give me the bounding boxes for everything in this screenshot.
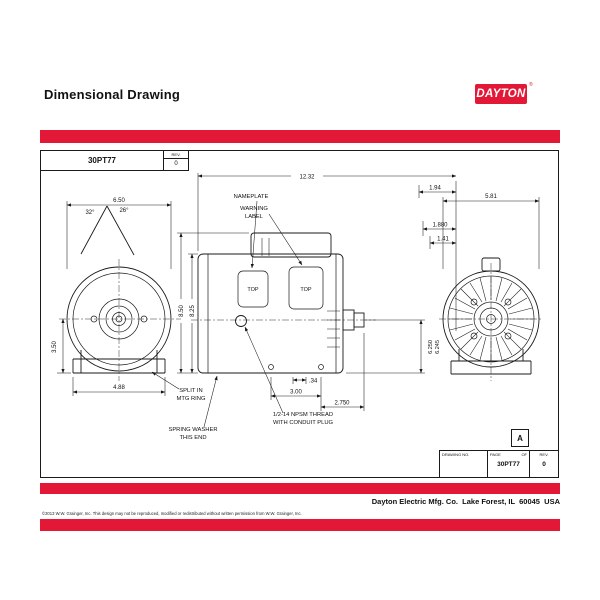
red-divider-bottom [40,519,560,531]
bolt-hole [90,315,98,323]
svg-text:THIS END: THIS END [179,435,206,441]
label-top-left: TOP [247,287,259,293]
dayton-logo-text: DAYTON [476,88,526,100]
dim-shaft-extension: 1.94 [429,186,441,192]
rev-cell-bottom: REV. 0 [530,451,558,477]
rev-label: REV. [164,151,188,159]
part-number: 30PT77 [41,151,164,171]
bolt-hole [470,332,478,340]
red-divider-middle [40,483,560,494]
fan-guard-spokes [449,277,533,361]
front-base [72,350,166,374]
conduit-plug [235,315,247,327]
drawing-no-cell: DRAWING NO. [440,451,488,477]
dim-height-overall: 8.50 [179,305,185,317]
label-npsm-thread: 1/2-14 NPSM THREAD [273,412,333,418]
label-spring-washer: SPRING WASHER [168,427,217,433]
registered-trademark-icon: ® [529,82,533,88]
foot-hole [318,364,324,370]
dim-shaft-2: 1.41 [437,237,449,243]
dim-front-width: 6.50 [113,198,125,204]
dim-height-body: 8.25 [190,305,196,317]
drawing-number-value: 30PT77 [497,461,520,468]
of-label: OF [521,452,527,457]
lifting-lug [481,257,501,272]
title-block-bottom: DRAWING NO. PAGE OF 30PT77 REV. 0 [439,450,558,477]
dim-rear-width: 5.81 [485,194,497,200]
svg-text:MTG RING: MTG RING [177,396,206,402]
dim-foot-spacing: 3.00 [290,390,302,396]
dimensional-drawing: 6.50 32° 26° 3.50 4.88 SPLIT IN MTG RING [52,173,543,441]
company-address: Dayton Electric Mfg. Co. Lake Forest, IL… [371,497,560,506]
lifting-lug-lines [80,205,135,256]
title-block-top: 30PT77 REV. 0 [41,151,189,171]
red-divider-top [40,130,560,143]
svg-text:WITH CONDUIT PLUG: WITH CONDUIT PLUG [273,420,334,426]
bolt-hole [504,332,512,340]
dim-foot-to-shoulder: 2.750 [334,401,350,407]
label-split-mtg-ring: SPLIT IN [179,388,202,394]
copyright-notice: ©2013 W.W. Grainger, Inc. This design ma… [42,511,302,516]
page-label: PAGE [490,452,501,457]
side-view: TOP TOP 8.50 8.25 12.32 1.94 [168,173,457,441]
dim-shaft-1: 1.880 [432,223,448,229]
label-nameplate: NAMEPLATE [234,194,269,200]
dayton-logo: DAYTON [475,84,527,104]
warning-plate [288,266,324,310]
svg-text:LABEL: LABEL [245,214,264,220]
vent-slots [327,310,340,348]
dim-cface-max: 6.250 [428,340,434,354]
page-title: Dimensional Drawing [44,87,180,102]
rev-value-bottom: 0 [542,461,546,468]
bolt-hole [504,298,512,306]
rear-view: 5.81 [439,194,543,381]
dim-angle-left: 32° [85,210,95,216]
page-of-cell: PAGE OF 30PT77 [488,451,530,477]
drawing-no-label: DRAWING NO. [442,452,470,457]
bolt-hole [470,298,478,306]
dim-center-height: 3.50 [52,341,58,353]
label-top-right: TOP [300,287,312,293]
front-view: 6.50 32° 26° 3.50 4.88 SPLIT IN MTG RING [52,198,206,402]
terminal-box [250,232,332,258]
rev-label-bottom: REV. [539,452,549,457]
dim-cface-min: 6.245 [435,340,441,354]
rear-base [450,349,532,375]
dim-length-overall: 12.32 [299,175,315,181]
bolt-hole [140,315,148,323]
stamp-a: A [511,429,529,447]
rev-cell: REV. 0 [164,151,189,171]
dim-foot-offset: .34 [309,379,318,385]
motor-body [197,253,344,374]
dim-angle-right: 26° [119,208,129,214]
label-warning: WARNING [240,206,268,212]
nameplate-plate [237,270,269,308]
rev-value: 0 [174,161,178,167]
drawing-sheet: 6.50 32° 26° 3.50 4.88 SPLIT IN MTG RING [40,150,559,478]
dim-base-width: 4.88 [113,385,125,391]
shaft [353,312,365,328]
foot-hole [268,364,274,370]
